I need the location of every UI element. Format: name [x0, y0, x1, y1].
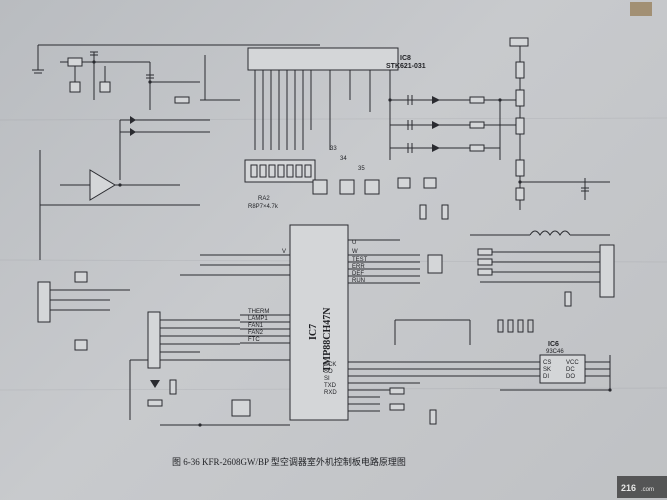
u1-terminal [364, 179, 380, 195]
ic6-block: IC6 93C46 CS SK DI VCC DC DO [497, 319, 611, 391]
cn6-body [427, 254, 443, 274]
ic7-pin-nc: U [352, 240, 356, 246]
figure-caption: 图 6-36 KFR-2608GW/BP 型空调器室外机控制板电路原理图 [172, 456, 406, 467]
test4-point [74, 339, 88, 351]
vm-terminal [67, 57, 83, 67]
sig-so: SO [324, 369, 333, 375]
cn6-connector [427, 254, 443, 274]
n1-terminal [99, 81, 111, 93]
bootstrap-diode-bank [390, 95, 521, 160]
d5-diode [130, 116, 136, 124]
cn5-connector [147, 311, 240, 369]
cn4-connector [37, 281, 130, 323]
sig-txd: TXD [324, 383, 337, 389]
ic6-pin-vcc: VCC [566, 360, 579, 366]
crystal-cr1 [231, 399, 251, 417]
sig-si: SI [324, 376, 330, 382]
sig-run: RUN [352, 278, 365, 284]
test2-point [423, 177, 437, 189]
ic6-body [539, 354, 586, 384]
ra2-resistor-array: RA2 R8P7×4.7k [244, 159, 316, 210]
ic6-pin-do: DO [566, 374, 575, 380]
voltage-divider-chain [509, 37, 610, 210]
ra2-value: R8P7×4.7k [248, 204, 279, 210]
vm-input-section [32, 44, 320, 100]
misc-passives [389, 204, 572, 425]
test3-point [74, 271, 88, 283]
sig-fan2: FAN2 [248, 330, 264, 336]
ic7-block: IC7 TMP88CH47N V W U [180, 224, 540, 421]
w1-terminal [312, 179, 328, 195]
p1-terminal [69, 81, 81, 93]
led1-symbol [150, 380, 160, 388]
ic6-pin-sk: SK [543, 367, 551, 373]
l1-inductor [470, 230, 610, 236]
sig-def: DEF [352, 271, 364, 277]
net-v: 34 [340, 156, 347, 162]
sig-ftc: FTC [248, 337, 260, 343]
cn1-body [599, 244, 615, 298]
cn1-connector [480, 244, 615, 298]
ic7-ref: IC7 [308, 324, 319, 340]
ic7-pin-40: V [282, 249, 286, 255]
ic7-part: TMP88CH47N [322, 307, 333, 372]
sig-rxd: RXD [324, 390, 337, 396]
ic8-body [247, 47, 399, 71]
led-crystal-section [129, 359, 290, 426]
junction-dots [92, 60, 612, 427]
ic3a-opamp [39, 150, 200, 260]
c5-cap-mark [130, 128, 136, 136]
ic7-pin-38: W [352, 249, 358, 255]
sig-sck: SCK [324, 362, 336, 368]
cn5-body [147, 311, 161, 369]
v1-terminal [339, 179, 355, 195]
r9-resistor [174, 96, 190, 104]
ic6-pin-cs: CS [543, 360, 551, 366]
ic6-pin-dc: DC [566, 367, 575, 373]
sig-lamp1: LAMP1 [248, 316, 268, 322]
watermark-logo: 216 .com [617, 476, 667, 498]
net-w: 33 [330, 146, 337, 152]
ic7-body [289, 224, 349, 421]
ic8-block: IC8 STK621-031 [247, 47, 426, 160]
watermark-suffix: .com [641, 487, 654, 493]
net-u: 35 [358, 166, 365, 172]
ic8-ref: IC8 [400, 55, 411, 62]
watermark-text: 216 [621, 483, 636, 493]
test-points [74, 177, 437, 351]
ic3a-body [89, 169, 116, 201]
cn4-body [37, 281, 51, 323]
sig-test: TEST [352, 257, 368, 263]
ic6-ref: IC6 [548, 341, 559, 348]
sig-fan1: FAN1 [248, 323, 264, 329]
ic8-part: STK621-031 [386, 63, 426, 70]
supply-15v-section [119, 55, 240, 180]
ic6-part: 93C46 [546, 349, 564, 355]
test1-point [397, 177, 411, 189]
ra2-label: RA2 [258, 196, 270, 202]
corner-logo [630, 2, 652, 16]
ic6-pin-di: DI [543, 374, 549, 380]
uvw-terminals: 33 34 35 [312, 146, 380, 195]
sig-therm: THERM [248, 309, 269, 315]
vm-right-terminal [509, 37, 529, 47]
sig-err: ERR [352, 264, 365, 270]
